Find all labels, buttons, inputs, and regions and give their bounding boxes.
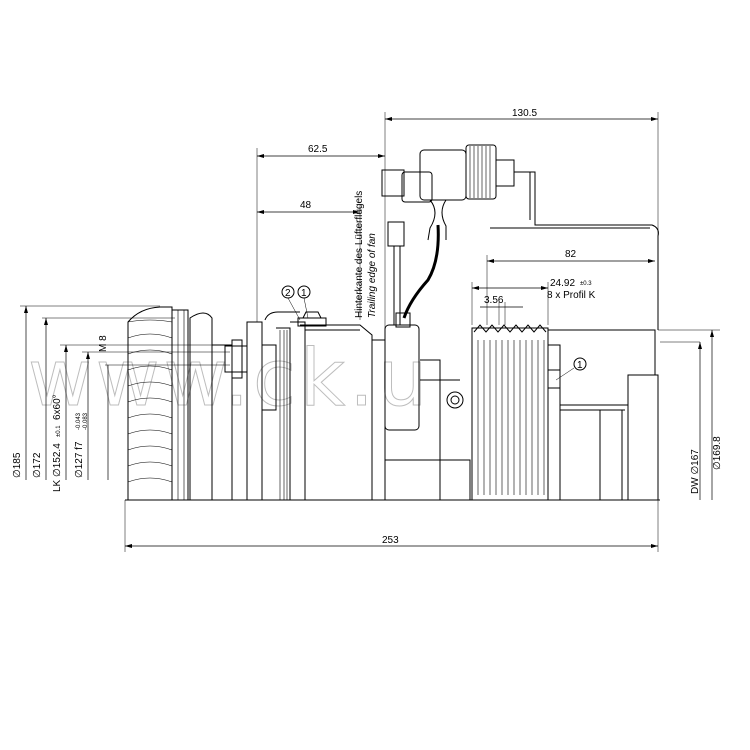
svg-text:1: 1: [301, 288, 307, 299]
svg-text:253: 253: [382, 535, 399, 546]
svg-text:24.92: 24.92: [550, 278, 575, 289]
svg-text:130.5: 130.5: [512, 108, 537, 119]
svg-text:-0.083: -0.083: [83, 412, 89, 430]
callout-2: 2: [281, 285, 301, 321]
right-diameter-dimensions: DW ∅167 ∅169.8: [658, 329, 723, 500]
svg-text:82: 82: [565, 249, 577, 260]
dimension-3-56: 3.56: [480, 295, 523, 325]
fan-blades: [127, 306, 213, 501]
svg-text:8 x Profil K: 8 x Profil K: [547, 290, 596, 301]
svg-text:±0.3: ±0.3: [580, 281, 592, 287]
rear-housing: [548, 329, 659, 501]
dimension-82: 82: [486, 249, 655, 325]
svg-text:48: 48: [300, 200, 312, 211]
poly-v-pulley: [471, 324, 561, 501]
svg-text:62.5: 62.5: [308, 144, 328, 155]
dimension-62-5: 62.5: [256, 144, 385, 322]
svg-text:DW ∅167: DW ∅167: [690, 449, 701, 494]
svg-text:2: 2: [285, 288, 291, 299]
svg-text:∅172: ∅172: [32, 452, 43, 478]
dimension-253: 253: [124, 500, 659, 552]
svg-text:3.56: 3.56: [484, 295, 504, 306]
svg-text:LK ∅152.4: LK ∅152.4: [52, 443, 63, 492]
left-diameter-dimensions: ∅185 ∅172 LK ∅152.4 ±0.1 6x60° ∅127 f7 -…: [12, 305, 230, 492]
callout-1-right: 1: [555, 357, 587, 381]
svg-text:6x60°: 6x60°: [52, 394, 63, 420]
svg-text:M 8: M 8: [98, 335, 109, 352]
watermark: www.ck.u: [28, 334, 431, 424]
dimension-48: 48: [257, 200, 361, 320]
dimension-130-5: 130.5: [384, 108, 659, 330]
svg-text:-0.043: -0.043: [76, 412, 82, 430]
fan-edge-label-de: Hinterkante des Lüfterflügels: [354, 191, 365, 318]
clutch-hub: [212, 311, 306, 501]
svg-text:1: 1: [577, 360, 583, 371]
svg-text:∅185: ∅185: [12, 452, 23, 478]
fan-edge-label-en: Trailing edge of fan: [367, 233, 378, 318]
callout-1-top: 1: [297, 285, 311, 319]
svg-text:±0.1: ±0.1: [56, 425, 62, 437]
compressor-body: [297, 311, 471, 501]
svg-text:∅127 f7: ∅127 f7: [74, 441, 85, 478]
svg-text:∅169.8: ∅169.8: [712, 436, 723, 470]
electrical-connector: [381, 144, 659, 330]
dimension-24-92: 24.92 ±0.3 8 x Profil K: [471, 278, 596, 325]
